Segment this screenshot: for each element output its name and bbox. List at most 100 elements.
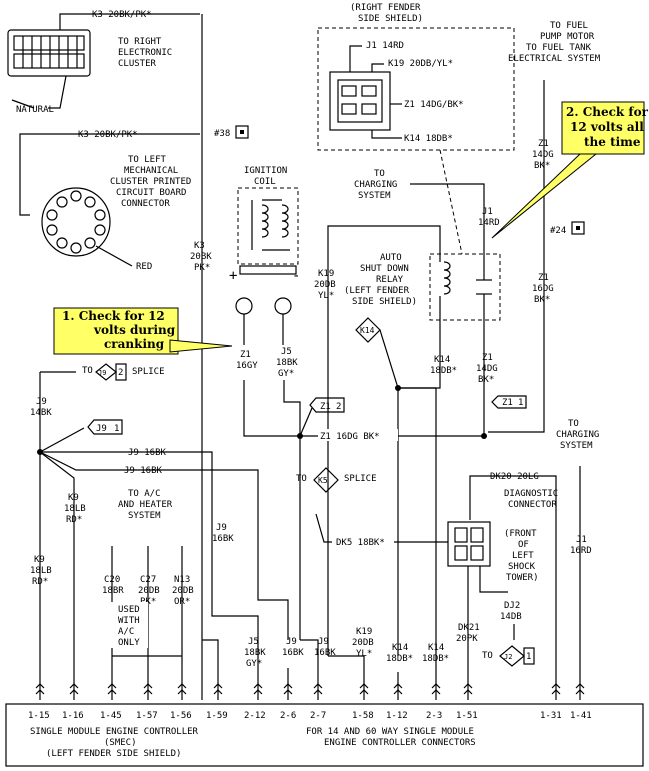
z1-flag-2-label: Z1 (320, 402, 331, 412)
j9-16bk-mid-label: J9 16BK (212, 523, 234, 544)
ref-38-icon (235, 125, 249, 139)
mechanical-cluster-connector (41, 187, 111, 257)
k14-junction (395, 385, 401, 391)
z1-flag-2-num: 2 (336, 402, 341, 412)
callout-cranking-text: 1. Check for 12 volts during cranking (62, 309, 179, 351)
z1-flag-2 (309, 397, 345, 413)
j9-splice-diamond (95, 363, 117, 381)
shield-k19-leader (371, 63, 384, 72)
ignition-coil-label: IGNITION COIL (244, 166, 293, 187)
relay-k19-label: K19 20DB YL* (314, 269, 341, 301)
pin-1-57: 1-57 (136, 711, 158, 721)
ref-24-label: #24 (550, 226, 566, 236)
k9-label-a: K9 18LB RD* (64, 493, 91, 525)
shield-to-relay-dash (439, 149, 463, 255)
ref-24-icon (571, 221, 585, 235)
diagnostic-connector (447, 521, 491, 567)
fuel-z1b-label: Z1 16DG BK* (532, 273, 559, 305)
pin-1-12: 1-12 (386, 711, 408, 721)
k5-label: K5 (318, 476, 328, 485)
callout-cranking-pointer (169, 339, 233, 353)
pin-1-59: 1-59 (206, 711, 228, 721)
j9-16bk-mid-wire (211, 560, 259, 700)
k14-leader (379, 329, 399, 389)
relay-z1-label: Z1 14DG BK* (476, 353, 503, 385)
fuel-pump-label: TO FUEL PUMP MOTOR TO FUEL TANK ELECTRIC… (508, 21, 601, 64)
pin-labels: 1-15 1-16 1-45 1-57 1-56 1-59 2-12 2-6 2… (28, 711, 592, 721)
k9-wire (39, 451, 75, 700)
k3-coil-label: K3 20BK PK* (190, 241, 217, 273)
red-label: RED (136, 262, 152, 272)
c20-label: C20 18BR (102, 575, 126, 596)
z1-bus-label-bg (318, 429, 398, 441)
relay-k14-label: K14 18DB* (430, 355, 457, 376)
j2-label: J2 (504, 653, 512, 661)
k19-lower-wire (328, 655, 365, 700)
k3-wire-top (59, 13, 200, 30)
j9-16bk-label-a: J9 16BK (128, 448, 167, 458)
pin-2-3: 2-3 (426, 711, 442, 721)
dj2-label: DJ2 14DB (500, 601, 526, 622)
z1-bus-label: Z1 16DG BK* (320, 432, 380, 442)
ignition-coil (237, 187, 299, 275)
used-ac-label: USED WITH A/C ONLY (118, 605, 145, 648)
k3-to-pin (202, 639, 219, 700)
shield-k14-leader (371, 130, 402, 139)
j9-flag-1-label: J9 (96, 424, 107, 434)
k3-wire-top-label: K3 20BK/PK* (92, 10, 152, 20)
z1-flag-1-num: 1 (518, 398, 523, 408)
pin-2-6: 2-6 (280, 711, 296, 721)
pin-1-41: 1-41 (570, 711, 592, 721)
j9-flag-1 (87, 419, 123, 435)
j9-14bk-label: J9 14BK (30, 397, 52, 418)
coil-minus: - (292, 268, 300, 284)
fuel-wire (488, 80, 545, 433)
callout-always (561, 101, 645, 155)
j9-splice-num: 2 (118, 368, 123, 378)
j9-lower-label-b: J9 16BK (282, 637, 304, 658)
k5-diamond (313, 467, 339, 493)
dk5-label: DK5 18BK* (336, 538, 385, 548)
asd-relay-label: AUTO SHUT DOWN RELAY (LEFT FENDER SIDE S… (344, 253, 417, 307)
mechanical-cluster-label: TO LEFT MECHANICAL CLUSTER PRINTED CIRCU… (110, 155, 197, 209)
pin-1-16: 1-16 (62, 711, 84, 721)
j9-splice-num-box (115, 363, 127, 381)
dj2-wire (479, 566, 508, 593)
z1-16gy-wire (243, 380, 300, 437)
pin-1-58: 1-58 (352, 711, 374, 721)
shield-j1-leader (349, 45, 362, 72)
pin-1-56: 1-56 (170, 711, 192, 721)
controller-right-label: FOR 14 AND 60 WAY SINGLE MODULE ENGINE C… (306, 727, 479, 748)
pin-1-15: 1-15 (28, 711, 50, 721)
shield-k19-label: K19 20DB/YL* (388, 59, 453, 69)
z1-16gy-label: Z1 16GY (236, 350, 258, 371)
shield-z1-label: Z1 14DG/BK* (404, 100, 464, 110)
used-label-bg (110, 602, 148, 648)
ref-38-label: #38 (214, 129, 230, 139)
controller-left-label: SINGLE MODULE ENGINE CONTROLLER (SMEC) (… (30, 727, 203, 759)
j2-num: 1 (526, 652, 531, 662)
j9-splice-to: TO (82, 366, 93, 376)
red-leader (95, 245, 133, 267)
j9-splice-word: SPLICE (132, 367, 165, 377)
callout-always-pointer (491, 153, 598, 239)
k14-diamond-label: K14 (360, 326, 375, 335)
controller-box (5, 703, 644, 767)
ref-24-icon-fill (576, 226, 580, 230)
fuel-z1-label: Z1 14DG BK* (532, 139, 559, 171)
k3-wire-second (19, 133, 200, 216)
j9-16bk-label-b: J9 16BK (124, 466, 163, 476)
relay-socket (329, 71, 391, 131)
pin-1-31: 1-31 (540, 711, 562, 721)
coil-terminal-right (274, 297, 292, 315)
relay-charging-wire (410, 183, 485, 240)
j2-num-box (523, 647, 535, 665)
callout-always-text: 2. Check for 12 volts all the time (566, 105, 649, 149)
relay-charging-label: TO CHARGING SYSTEM (354, 169, 403, 201)
j5-coil-wire (283, 380, 301, 640)
relay-j1-label: J1 14RD (478, 207, 500, 228)
j9-flag-1-num: 1 (114, 424, 119, 434)
front-shock-label: (FRONT OF LEFT SHOCK TOWER) (504, 529, 542, 583)
z1-flag-2-wire (299, 407, 313, 437)
